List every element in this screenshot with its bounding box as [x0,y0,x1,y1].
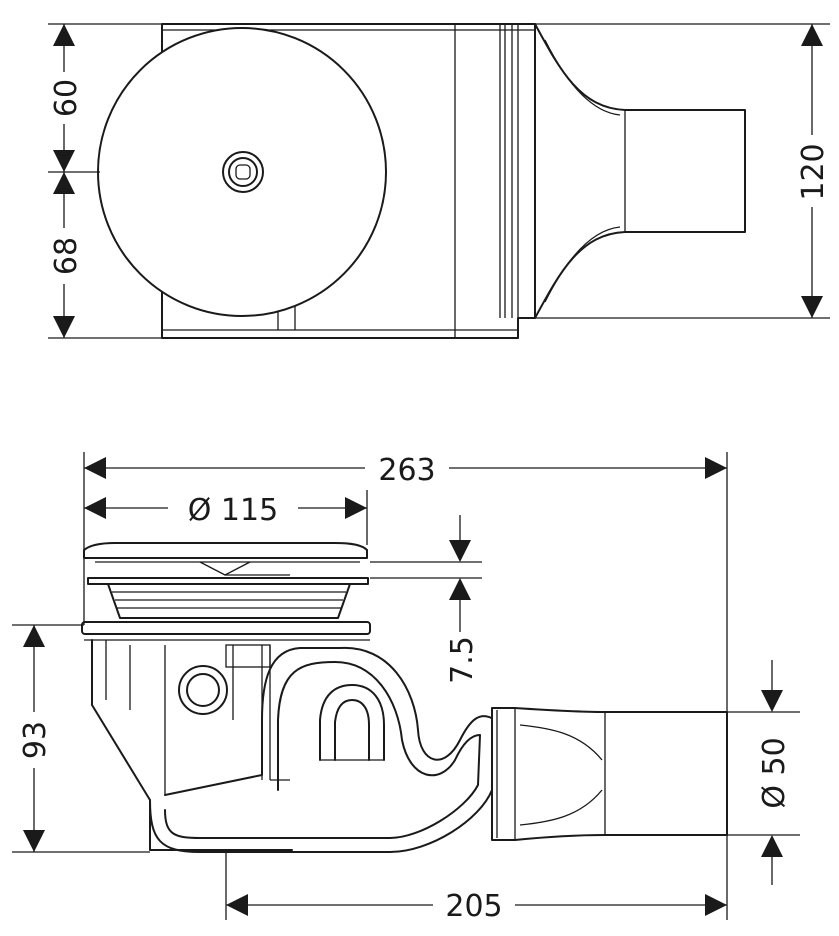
top-view-cover-disc [97,27,387,317]
side-view-flange [87,577,369,585]
side-view-outlet [491,707,728,841]
dim-60-label: 60 [49,79,84,117]
side-view: 263 Ø 115 7.5 93 Ø 50 [12,450,800,924]
dim-120-label: 120 [796,143,831,200]
dim-7-5-label: 7.5 [445,636,480,684]
dim-cover-diameter-label: Ø 115 [188,493,278,528]
dim-93-label: 93 [18,721,53,759]
dim-68-label: 68 [49,237,84,275]
top-view-outlet [534,23,746,319]
top-view: 60 68 120 [48,23,831,339]
dim-263-label: 263 [378,453,435,488]
dim-outlet-diameter-label: Ø 50 [757,737,792,808]
side-view-trap [149,646,496,853]
side-view-cover-plate [83,542,368,559]
dim-205-label: 205 [445,889,502,924]
overflow-port-icon [178,665,228,715]
center-knob-icon [222,151,264,193]
